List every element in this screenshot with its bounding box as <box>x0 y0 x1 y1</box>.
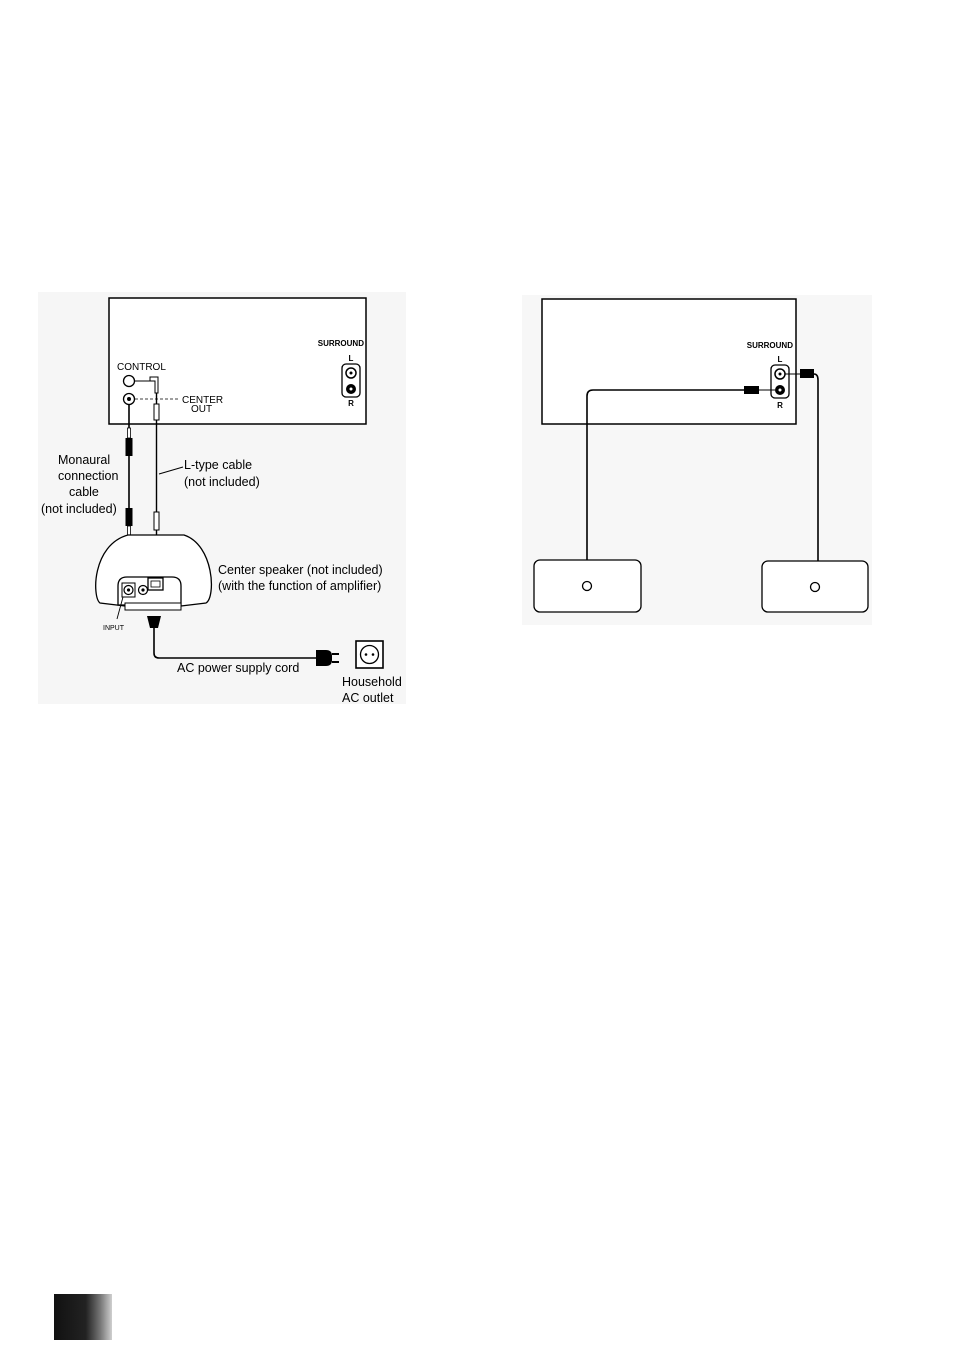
speaker-control-jack <box>139 586 148 595</box>
surround-l-label-right: L <box>778 355 783 364</box>
input-label: INPUT <box>103 625 125 632</box>
center-out-label-line2: OUT <box>191 404 212 415</box>
ltype-label-line1: L-type cable <box>184 458 252 472</box>
monaural-label-line1: Monaural <box>58 453 110 467</box>
ac-cord-label: AC power supply cord <box>177 661 299 675</box>
surround-terminal-right <box>771 365 789 398</box>
monaural-label-line4: (not included) <box>41 502 117 516</box>
main-unit-panel-left <box>109 298 366 424</box>
ltype-label-line2: (not included) <box>184 475 260 489</box>
household-outlet-icon <box>356 641 383 668</box>
surround-speaker-right <box>762 561 868 612</box>
surround-r-label-right: R <box>777 401 783 410</box>
surround-l-label: L <box>349 354 354 363</box>
surround-label: SURROUND <box>318 339 364 348</box>
speaker-input-jack <box>122 583 135 597</box>
surround-terminal-left <box>342 364 360 397</box>
monaural-label-line3: cable <box>69 485 99 499</box>
surround-speaker-left <box>534 560 641 612</box>
center-speaker-label-line1: Center speaker (not included) <box>218 563 383 577</box>
outlet-label-line1: Household <box>342 675 402 689</box>
page-corner-mark <box>54 1294 112 1340</box>
monaural-label-line2: connection <box>58 469 119 483</box>
control-label: CONTROL <box>117 362 166 373</box>
speaker-ac-inlet <box>148 578 163 590</box>
surround-r-label: R <box>348 399 354 408</box>
outlet-label-line2: AC outlet <box>342 691 394 705</box>
surround-label-right: SURROUND <box>747 341 793 350</box>
center-speaker <box>96 535 212 610</box>
center-speaker-label-line2: (with the function of amplifier) <box>218 579 381 593</box>
main-unit-panel-right <box>542 299 796 424</box>
